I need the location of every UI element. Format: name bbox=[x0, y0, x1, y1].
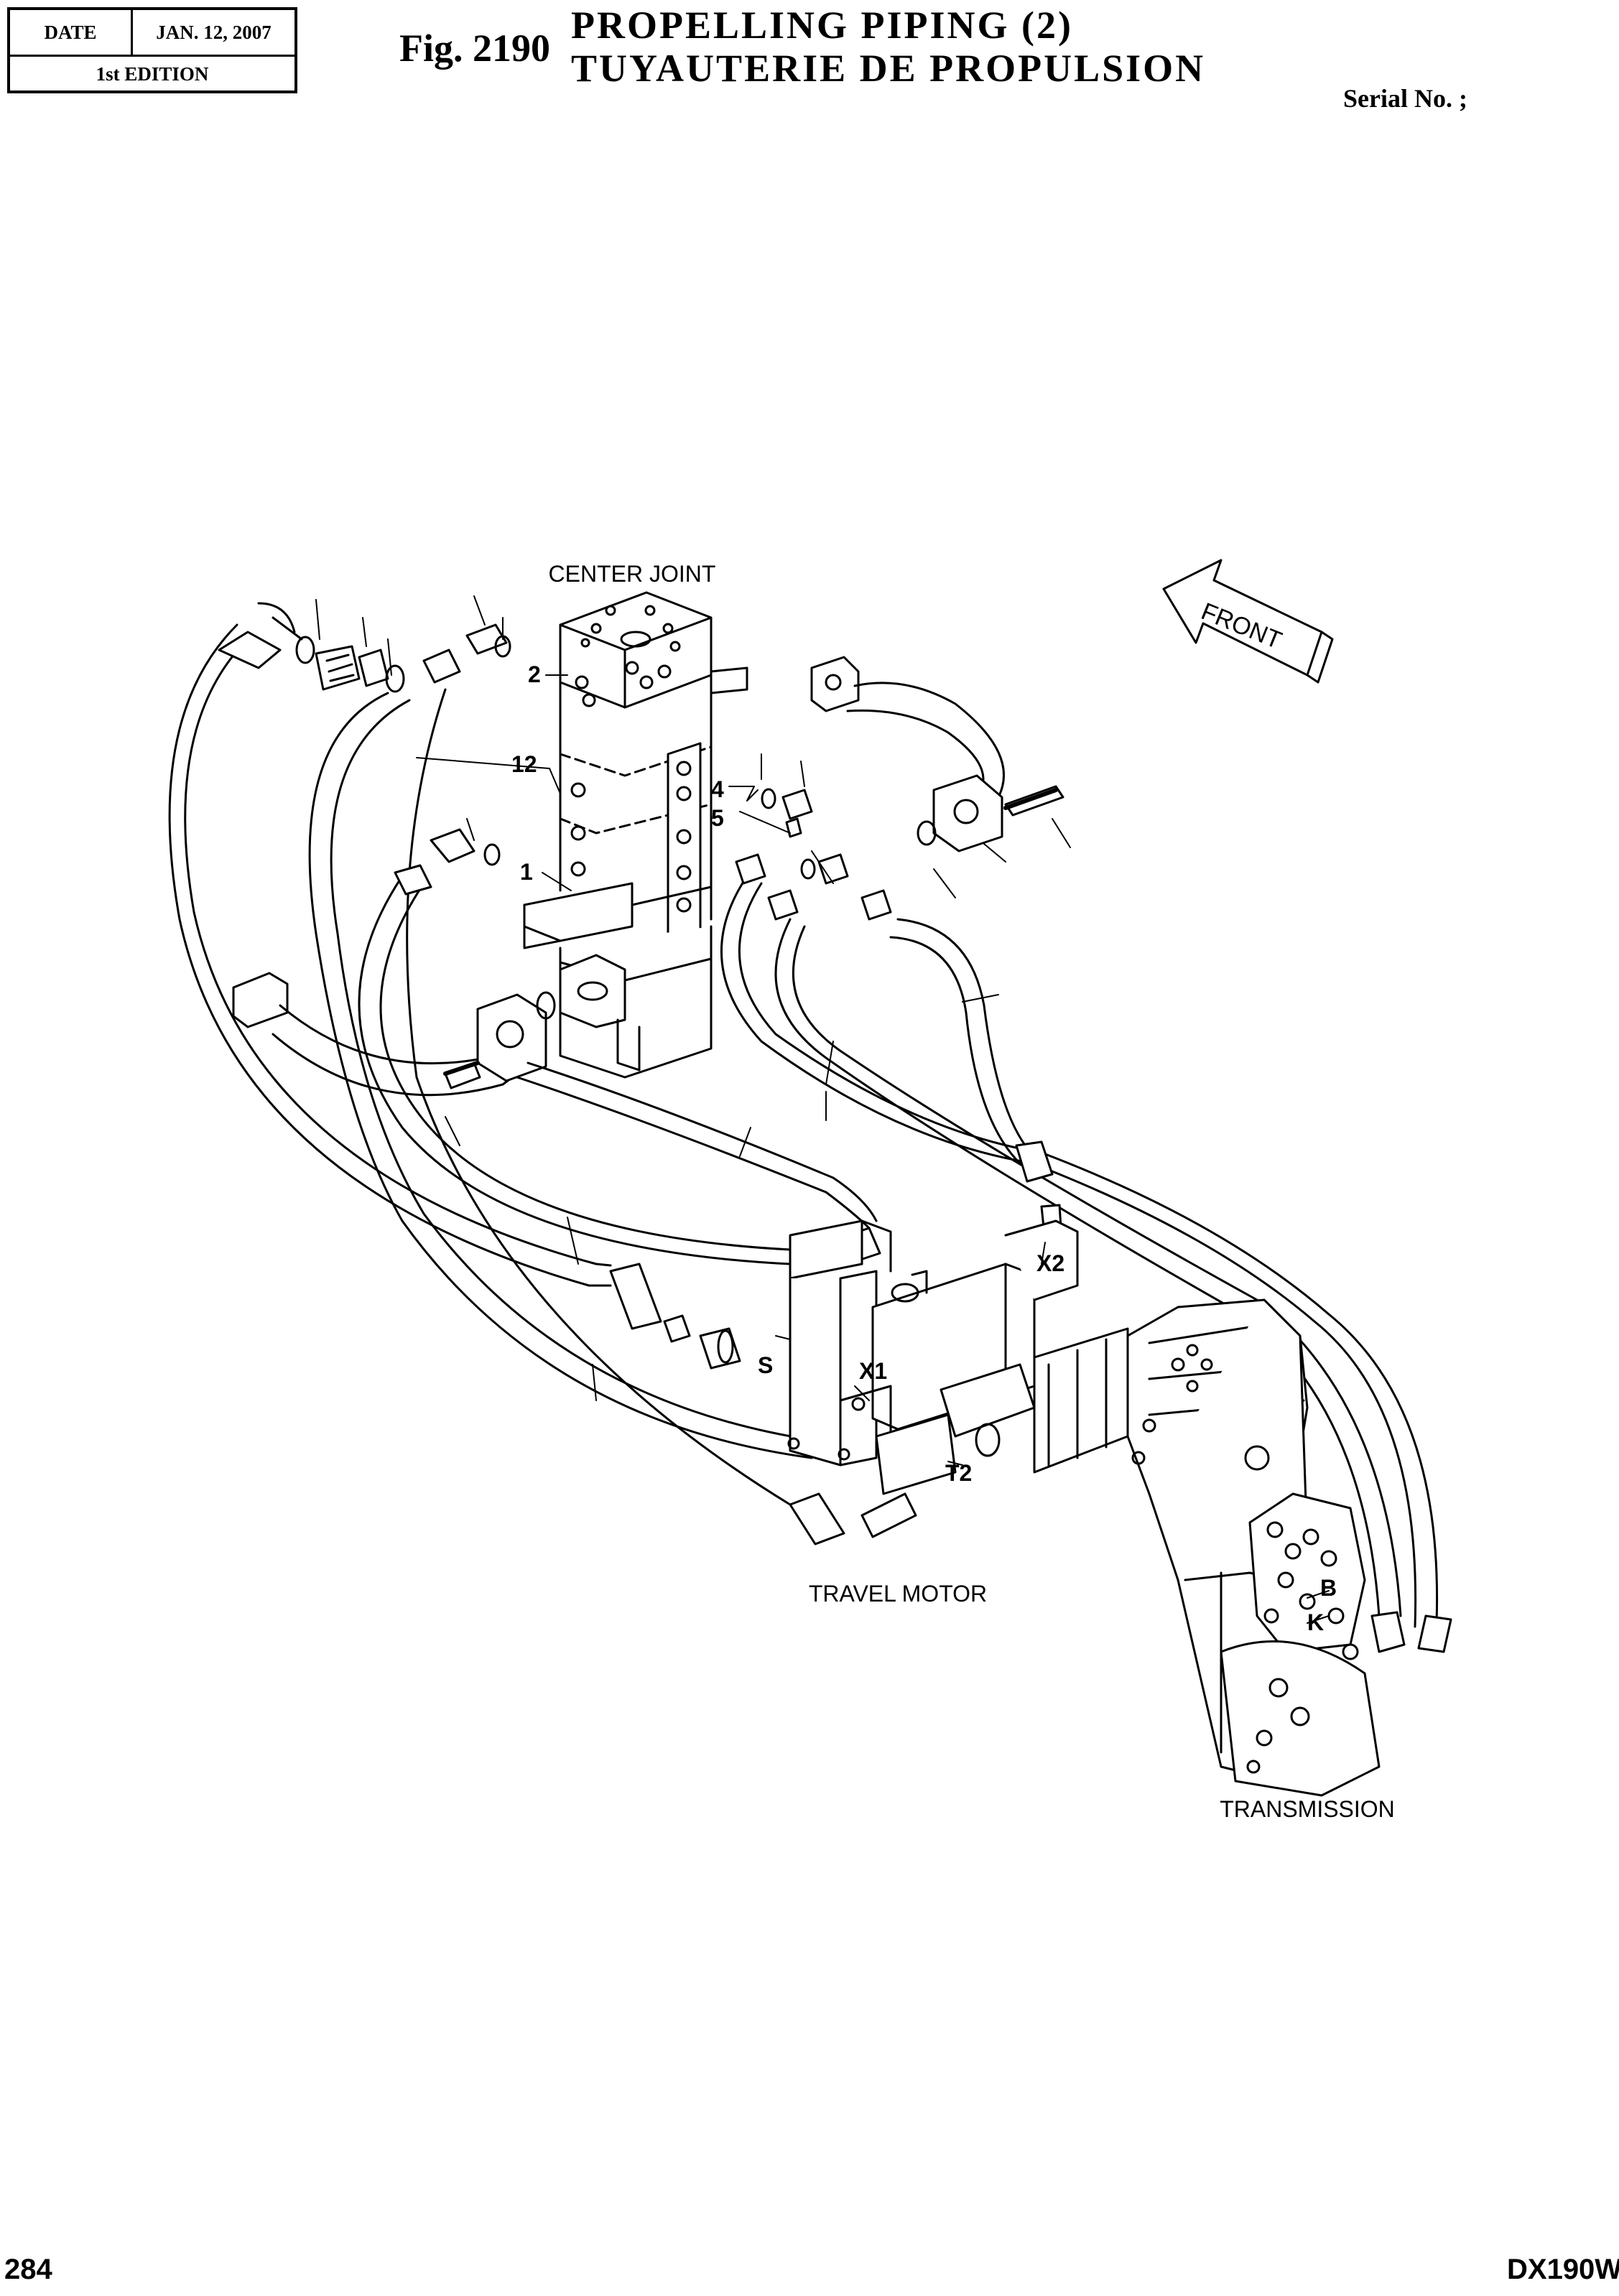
transmission-label: TRANSMISSION bbox=[1220, 1796, 1395, 1822]
callout-4: 4 bbox=[711, 776, 724, 802]
revision-row: DATE JAN. 12, 2007 bbox=[10, 10, 294, 57]
callout-5: 5 bbox=[711, 805, 724, 831]
port-t2: T2 bbox=[945, 1460, 972, 1486]
title-english: PROPELLING PIPING (2) bbox=[571, 4, 1074, 47]
callout-1: 1 bbox=[520, 859, 533, 885]
front-arrow bbox=[1162, 559, 1334, 684]
edition-label: 1st EDITION bbox=[96, 62, 209, 85]
port-x2: X2 bbox=[1036, 1250, 1064, 1276]
revision-box: DATE JAN. 12, 2007 1st EDITION bbox=[7, 7, 297, 93]
travel-motor bbox=[787, 1219, 1129, 1495]
transmission bbox=[1126, 1298, 1381, 1797]
callout-12: 12 bbox=[511, 751, 537, 777]
hoses bbox=[168, 602, 1439, 1628]
callout-2: 2 bbox=[528, 661, 541, 687]
date-value: JAN. 12, 2007 bbox=[156, 21, 272, 43]
date-label: DATE bbox=[10, 10, 133, 55]
model-name: DX190W bbox=[1507, 2254, 1619, 2285]
port-s: S bbox=[758, 1352, 773, 1378]
leader-lines bbox=[315, 595, 1330, 1624]
port-b: B bbox=[1320, 1575, 1337, 1601]
page-number: 284 bbox=[4, 2254, 52, 2285]
center-joint bbox=[523, 591, 748, 1079]
serial-number-label: Serial No. ; bbox=[1343, 84, 1467, 113]
port-k: K bbox=[1307, 1609, 1324, 1635]
left-flange-tube bbox=[232, 972, 556, 1097]
right-flange-tube bbox=[810, 656, 1064, 852]
diagram-labels: CENTER JOINT TRAVEL MOTOR TRANSMISSION F… bbox=[511, 561, 1395, 1822]
travel-motor-label: TRAVEL MOTOR bbox=[809, 1581, 987, 1607]
center-joint-label: CENTER JOINT bbox=[549, 561, 716, 587]
title-french: TUYAUTERIE DE PROPULSION bbox=[571, 47, 1206, 90]
figure-number: Fig. 2190 bbox=[399, 27, 550, 70]
port-x1: X1 bbox=[859, 1358, 887, 1384]
